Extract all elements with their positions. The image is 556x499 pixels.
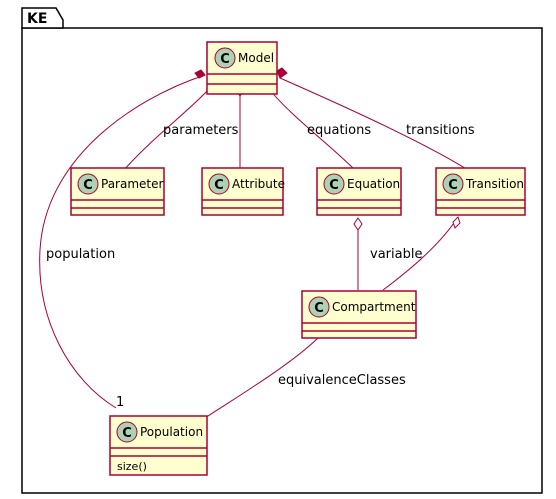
class-stereotype-letter: C (214, 178, 224, 193)
class-attribute: C Attribute (201, 167, 285, 216)
edge-labels: parameters equations transitions populat… (46, 123, 475, 410)
label-equations: equations (307, 123, 371, 138)
diamond-model-population (194, 69, 206, 79)
class-name: Model (238, 51, 274, 65)
edge-model-parameter (123, 87, 211, 171)
class-model: C Model (206, 41, 278, 95)
class-name: Population (140, 425, 203, 439)
class-circle-icon (77, 173, 99, 195)
package-tab (21, 7, 64, 29)
diamond-model-transition (276, 67, 288, 79)
edge-model-equation (269, 89, 356, 171)
label-variable: variable (370, 247, 422, 262)
edge-model-population (39, 74, 206, 409)
class-circle-icon (208, 173, 230, 195)
class-stereotype-letter: C (448, 178, 458, 193)
class-name: Parameter (101, 177, 163, 191)
class-circle-icon (116, 421, 138, 443)
class-compartment: C Compartment (301, 290, 417, 339)
aggregation-diamonds (353, 216, 461, 231)
label-population: population (46, 247, 115, 262)
edge-compartment-population (204, 337, 319, 419)
class-equation: C Equation (316, 167, 402, 216)
diamond-equation-compartment (353, 217, 363, 231)
edge-model-transition (279, 77, 469, 171)
package-label: KE (27, 11, 47, 27)
class-name: Equation (347, 177, 400, 191)
class-circle-icon (214, 47, 236, 69)
class-circle-icon (442, 173, 464, 195)
package-frame (21, 27, 543, 494)
edge-transition-compartment (382, 216, 459, 291)
diamond-transition-compartment (452, 216, 461, 229)
class-circle-icon (308, 296, 330, 318)
class-stereotype-letter: C (122, 426, 132, 441)
package-ke: KE (21, 7, 543, 494)
label-parameters: parameters (163, 123, 239, 138)
class-name: Attribute (232, 177, 285, 191)
class-population: C Population size() (109, 415, 208, 476)
class-name: Compartment (332, 300, 416, 314)
class-stereotype-letter: C (329, 178, 339, 193)
class-method: size() (117, 460, 147, 473)
class-stereotype-letter: C (314, 301, 324, 316)
label-equivalence-classes: equivalenceClasses (278, 373, 406, 388)
label-transitions: transitions (406, 123, 475, 138)
class-parameter: C Parameter (70, 167, 165, 216)
class-stereotype-letter: C (83, 178, 93, 193)
class-stereotype-letter: C (220, 52, 230, 67)
label-population-multiplicity: 1 (116, 395, 124, 410)
class-name: Transition (465, 177, 524, 191)
class-circle-icon (323, 173, 345, 195)
class-transition: C Transition (435, 167, 526, 216)
